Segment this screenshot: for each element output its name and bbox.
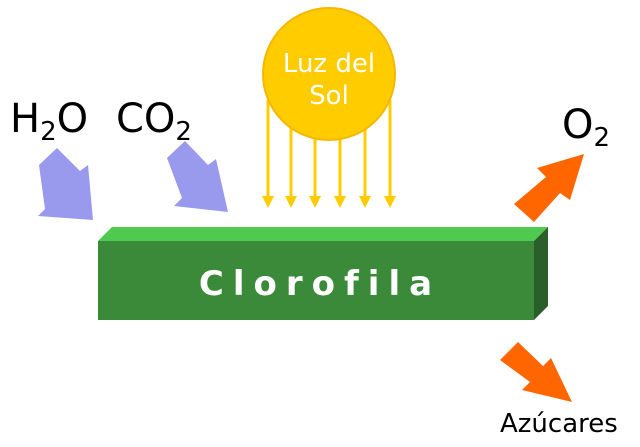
oxygen-label: O2 (562, 102, 610, 153)
sugars-arrow (500, 342, 572, 402)
sun-label-line1: Luz del (283, 49, 375, 79)
sun-ray (384, 100, 396, 208)
water-arrow (38, 148, 93, 220)
bar-top-face (98, 227, 548, 241)
co2-arrow (167, 141, 228, 212)
sun-label-line2: Sol (309, 81, 349, 111)
bar-front-face (98, 241, 534, 320)
sun (262, 7, 396, 141)
chlorophyll-bar (98, 227, 548, 320)
co2-label: CO2 (116, 96, 192, 147)
chlorophyll-label: Clorofila (199, 264, 441, 304)
water-label: H2O (10, 96, 88, 147)
sun-ray (262, 100, 274, 208)
sugars-label: Azúcares (500, 409, 618, 439)
oxygen-arrow (514, 154, 584, 222)
bar-side-face (534, 227, 548, 320)
